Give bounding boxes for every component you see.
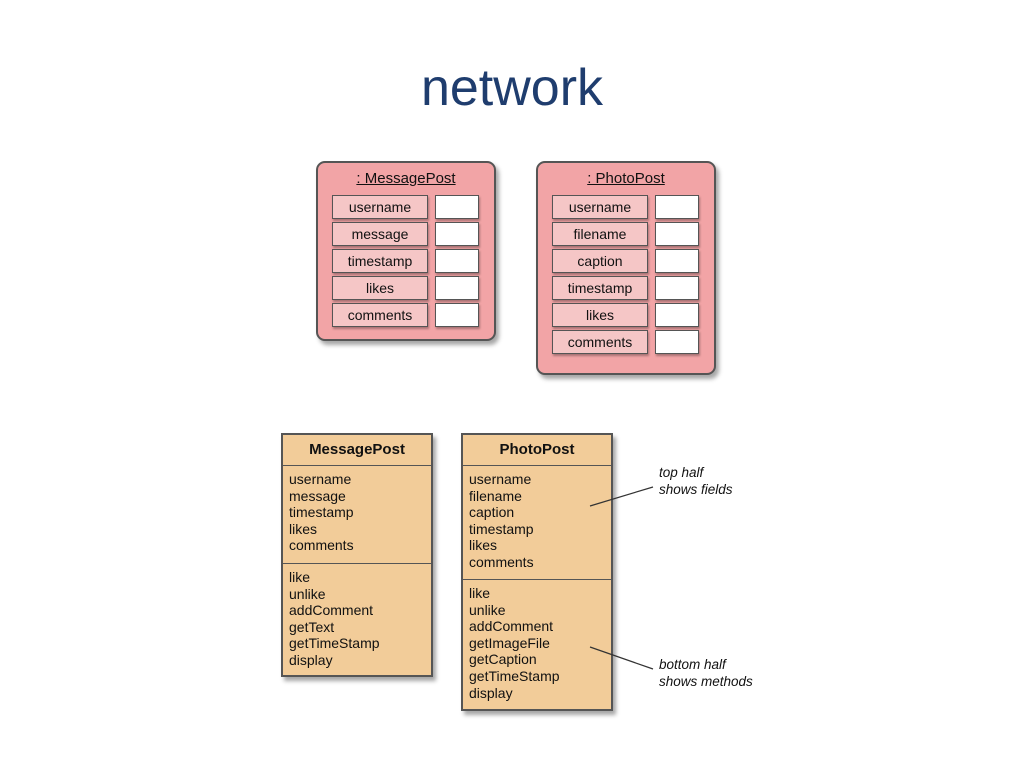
field-value-box bbox=[655, 276, 699, 300]
field-name: timestamp bbox=[552, 276, 648, 300]
class-method: unlike bbox=[469, 601, 506, 618]
class-field: caption bbox=[469, 504, 515, 521]
class-field: username bbox=[469, 471, 532, 487]
field-value-box bbox=[435, 303, 479, 327]
object-title: : MessagePost bbox=[356, 170, 456, 187]
class-field: likes bbox=[469, 537, 498, 554]
class-method: unlike bbox=[289, 585, 326, 602]
note-line: shows methods bbox=[659, 674, 753, 689]
class-name: PhotoPost bbox=[463, 435, 611, 466]
field-name: message bbox=[332, 222, 428, 246]
class-method: getImageFile bbox=[469, 634, 550, 651]
note-line: top half bbox=[659, 465, 704, 480]
class-fields: username filename caption timestamp like… bbox=[463, 466, 611, 580]
class-field: username bbox=[289, 471, 352, 487]
class-method: like bbox=[289, 569, 311, 585]
class-field: comments bbox=[289, 537, 354, 554]
field-value-box bbox=[655, 249, 699, 273]
field-name: likes bbox=[332, 276, 428, 300]
field-value-box bbox=[435, 249, 479, 273]
top-half-pointer bbox=[589, 486, 654, 507]
class-field: comments bbox=[469, 553, 534, 570]
class-method: display bbox=[289, 651, 333, 668]
class-photopost: PhotoPost username filename caption time… bbox=[461, 433, 613, 711]
field-name: comments bbox=[552, 330, 648, 354]
field-value-box bbox=[435, 195, 479, 219]
note-top-half: top half shows fields bbox=[659, 464, 733, 498]
object-photopost: : PhotoPost username filename caption ti… bbox=[536, 161, 716, 375]
field-value-box bbox=[435, 222, 479, 246]
class-field: message bbox=[289, 487, 346, 504]
note-line: bottom half bbox=[659, 657, 726, 672]
field-value-box bbox=[655, 195, 699, 219]
bottom-half-pointer bbox=[589, 646, 654, 670]
class-method: addComment bbox=[469, 618, 554, 635]
class-field: timestamp bbox=[289, 504, 354, 521]
class-methods: like unlike addComment getText getTimeSt… bbox=[283, 564, 431, 669]
field-name: username bbox=[552, 195, 648, 219]
class-methods: like unlike addComment getImageFile getC… bbox=[463, 580, 611, 701]
class-method: getTimeStamp bbox=[289, 635, 380, 652]
class-method: getCaption bbox=[469, 651, 537, 668]
field-name: comments bbox=[332, 303, 428, 327]
class-method: like bbox=[469, 585, 491, 601]
class-name: MessagePost bbox=[283, 435, 431, 466]
field-value-box bbox=[655, 330, 699, 354]
class-field: timestamp bbox=[469, 520, 534, 537]
class-method: getText bbox=[289, 618, 335, 635]
field-name: timestamp bbox=[332, 249, 428, 273]
field-name: filename bbox=[552, 222, 648, 246]
field-value-box bbox=[435, 276, 479, 300]
class-field: likes bbox=[289, 520, 318, 537]
field-name: username bbox=[332, 195, 428, 219]
object-messagepost: : MessagePost username message timestamp… bbox=[316, 161, 496, 341]
field-name: likes bbox=[552, 303, 648, 327]
field-value-box bbox=[655, 222, 699, 246]
object-title: : PhotoPost bbox=[587, 170, 665, 187]
class-messagepost: MessagePost username message timestamp l… bbox=[281, 433, 433, 677]
class-method: getTimeStamp bbox=[469, 667, 560, 684]
page-title: network bbox=[420, 59, 604, 117]
class-fields: username message timestamp likes comment… bbox=[283, 466, 431, 564]
field-value-box bbox=[655, 303, 699, 327]
class-method: display bbox=[469, 684, 513, 701]
note-bottom-half: bottom half shows methods bbox=[659, 656, 753, 690]
field-name: caption bbox=[552, 249, 648, 273]
class-field: filename bbox=[469, 487, 522, 504]
note-line: shows fields bbox=[659, 482, 733, 497]
class-method: addComment bbox=[289, 602, 374, 619]
